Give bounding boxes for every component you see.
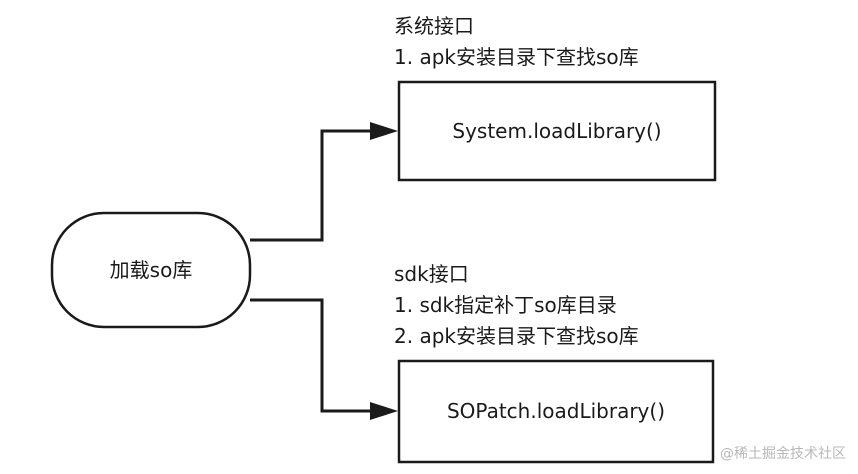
sopatch-node-shape bbox=[397, 359, 715, 464]
system-node-shape bbox=[397, 80, 717, 182]
arrowhead-system-icon bbox=[370, 122, 398, 140]
connector-to-sopatch bbox=[250, 298, 398, 420]
sdk-note-item: 2. apk安装目录下查找so库 bbox=[394, 324, 639, 348]
start-node: 加载so库 bbox=[50, 211, 252, 329]
system-node-label: System.loadLibrary() bbox=[452, 119, 661, 143]
sdk-note: sdk接口 1. sdk指定补丁so库目录 2. apk安装目录下查找so库 bbox=[394, 262, 639, 348]
system-note-title: 系统接口 bbox=[394, 14, 474, 38]
sdk-note-item: 1. sdk指定补丁so库目录 bbox=[394, 293, 617, 317]
sdk-note-title: sdk接口 bbox=[394, 262, 469, 286]
sopatch-node-label: SOPatch.loadLibrary() bbox=[447, 399, 665, 423]
connector-line-system bbox=[250, 129, 370, 242]
watermark: @稀土掘金技术社区 bbox=[720, 446, 846, 462]
connector-to-system bbox=[250, 122, 398, 242]
arrowhead-sopatch-icon bbox=[370, 402, 398, 420]
connector-line-sopatch bbox=[250, 298, 370, 413]
sopatch-node: SOPatch.loadLibrary() bbox=[397, 359, 715, 464]
system-node: System.loadLibrary() bbox=[397, 80, 717, 182]
system-note-item: 1. apk安装目录下查找so库 bbox=[394, 45, 639, 69]
system-note: 系统接口 1. apk安装目录下查找so库 bbox=[394, 14, 639, 69]
start-node-label: 加载so库 bbox=[110, 258, 193, 282]
start-node-shape bbox=[50, 211, 252, 329]
